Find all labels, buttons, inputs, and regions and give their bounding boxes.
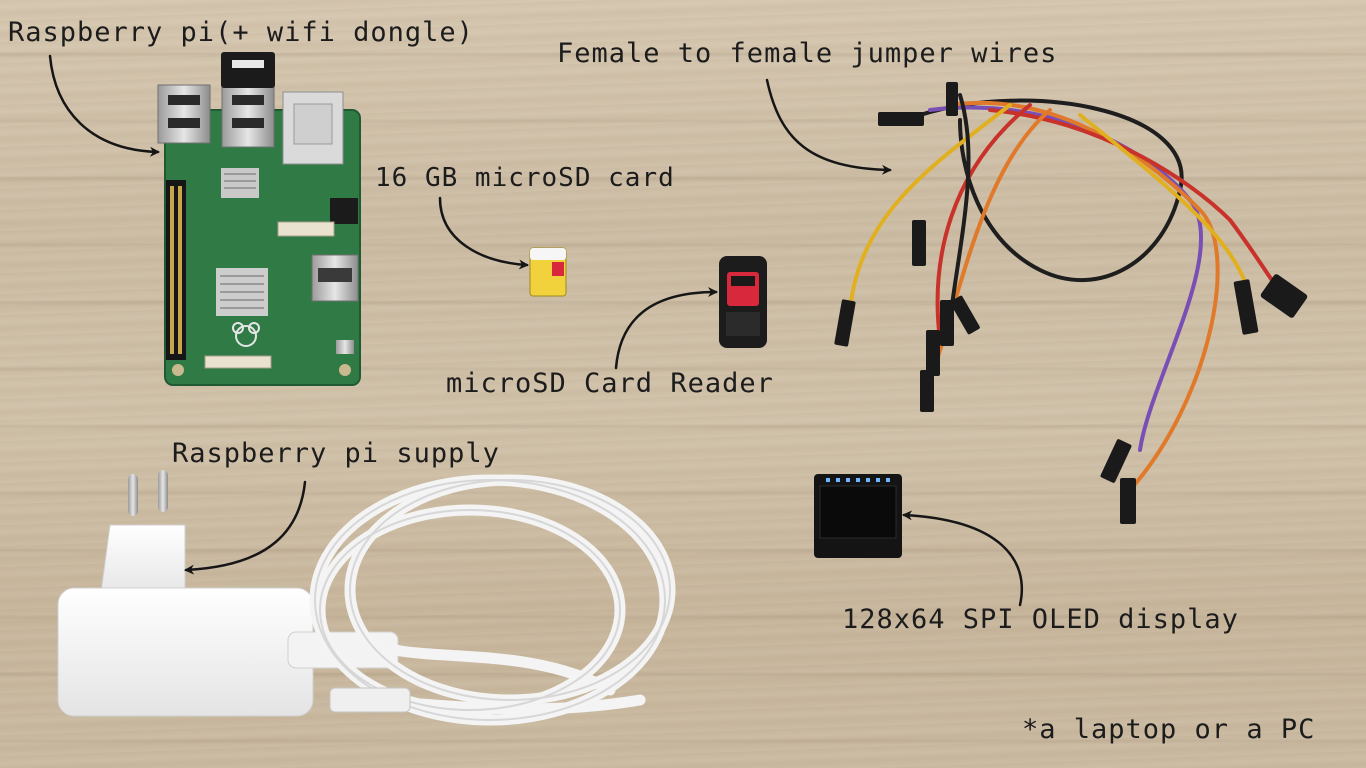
- label-jumper-wires: Female to female jumper wires: [557, 38, 1058, 69]
- arrow-card-reader: [614, 287, 718, 370]
- arrow-raspberry-pi: [48, 54, 160, 157]
- arrow-microsd-card: [438, 196, 529, 270]
- jumper-wires: [834, 82, 1308, 524]
- label-card-reader: microSD Card Reader: [446, 368, 774, 399]
- annotation-arrows: [48, 54, 1024, 607]
- oled-display-module: [814, 474, 902, 558]
- label-microsd-card: 16 GB microSD card: [375, 163, 675, 193]
- microsd-card-reader: [719, 256, 767, 348]
- label-oled-display: 128x64 SPI OLED display: [842, 604, 1239, 635]
- arrow-jumper-wires: [765, 78, 892, 175]
- microsd-card: [529, 247, 567, 297]
- label-laptop-note: *a laptop or a PC: [1022, 714, 1316, 745]
- raspberry-pi-board: [157, 52, 361, 386]
- label-raspberry-pi: Raspberry pi(+ wifi dongle): [8, 17, 474, 48]
- raspberry-pi-power-supply: [57, 470, 676, 726]
- arrow-power-supply: [184, 480, 307, 575]
- arrow-oled-display: [902, 510, 1024, 607]
- label-pi-supply: Raspberry pi supply: [172, 438, 500, 469]
